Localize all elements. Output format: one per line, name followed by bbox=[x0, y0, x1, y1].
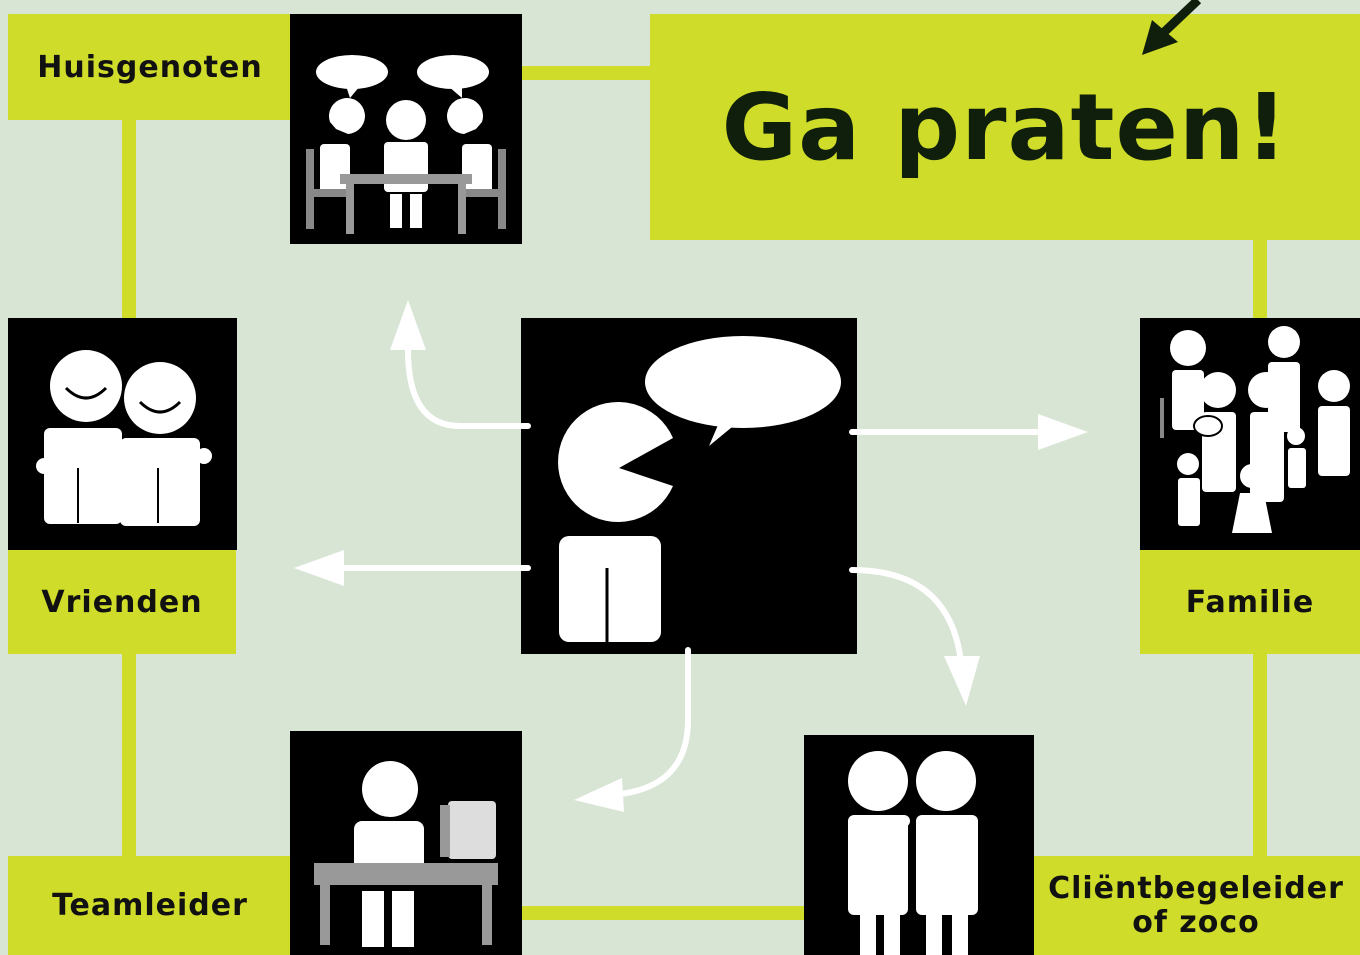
label-clientbegeleider-line2: of zoco bbox=[1132, 904, 1260, 940]
label-teamleider: Teamleider bbox=[8, 856, 292, 955]
two-friends-embrace-icon bbox=[36, 350, 212, 526]
arrow-to-huisgenoten bbox=[405, 347, 531, 429]
arrow-to-teamleider bbox=[607, 647, 691, 798]
connector-line-familie-client bbox=[1253, 652, 1267, 862]
arrowhead-teamleider-icon bbox=[574, 778, 624, 812]
connector-line-vrienden-teamleider bbox=[122, 652, 136, 862]
arrowhead-familie-icon bbox=[1038, 414, 1088, 450]
connector-line-huisgenoten-title bbox=[520, 66, 655, 80]
title-box: Ga praten! bbox=[650, 14, 1360, 240]
label-vrienden-text: Vrienden bbox=[41, 584, 203, 620]
tile-teamleider bbox=[290, 731, 522, 955]
label-huisgenoten: Huisgenoten bbox=[8, 14, 292, 120]
person-at-computer-icon bbox=[314, 761, 498, 947]
label-clientbegeleider-line1: Cliëntbegeleider bbox=[1048, 870, 1344, 906]
tile-center-speaker bbox=[521, 318, 857, 654]
people-at-table-icon bbox=[306, 55, 506, 234]
tile-familie bbox=[1140, 318, 1360, 550]
connector-line-huisgenoten-vrienden bbox=[122, 118, 136, 323]
tile-vrienden bbox=[8, 318, 237, 550]
pointer-arrow-icon bbox=[1142, 0, 1202, 55]
label-vrienden: Vrienden bbox=[8, 550, 236, 654]
label-huisgenoten-text: Huisgenoten bbox=[37, 49, 263, 85]
label-clientbegeleider: Cliëntbegeleider of zoco bbox=[1032, 856, 1360, 955]
speaking-person-icon bbox=[558, 336, 841, 642]
label-familie: Familie bbox=[1140, 550, 1360, 654]
arrowhead-vrienden-icon bbox=[294, 550, 344, 586]
two-people-support-icon bbox=[848, 751, 978, 955]
connector-line-teamleider-client bbox=[520, 906, 810, 920]
arrow-to-clientbegeleider bbox=[849, 567, 965, 675]
tile-huisgenoten bbox=[290, 14, 522, 244]
family-group-icon bbox=[1160, 326, 1350, 533]
tile-clientbegeleider bbox=[804, 735, 1034, 955]
label-familie-text: Familie bbox=[1185, 584, 1315, 620]
page-title: Ga praten! bbox=[721, 73, 1289, 181]
connector-line-title-familie bbox=[1253, 238, 1267, 323]
arrowhead-clientbegeleider-icon bbox=[944, 656, 980, 706]
label-teamleider-text: Teamleider bbox=[52, 888, 248, 923]
arrowhead-huisgenoten-icon bbox=[390, 300, 426, 350]
